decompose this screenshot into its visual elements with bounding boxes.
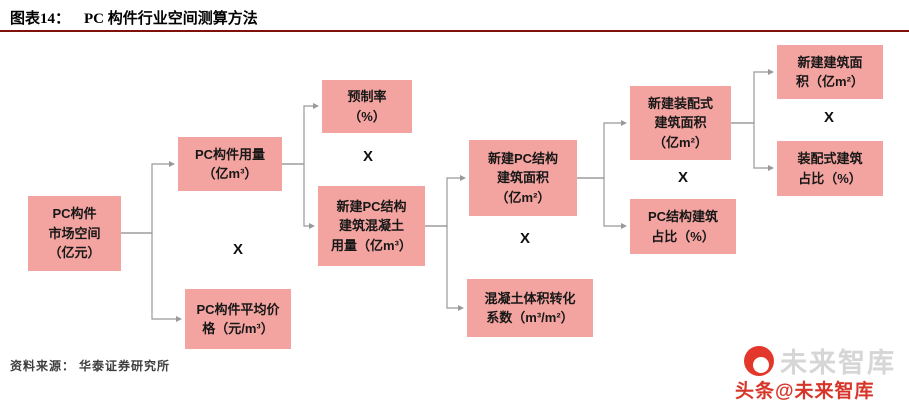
box-new-prefab-area: 新建装配式 建筑面积 （亿m²）	[630, 86, 731, 160]
source-note: 资料来源： 华泰证券研究所	[10, 359, 171, 373]
box-pc-structure-share: PC结构建筑 占比（%）	[630, 199, 736, 254]
brand-name: 未来智库	[780, 348, 896, 378]
box-pc-usage: PC构件用量 （亿m³）	[178, 137, 282, 191]
box-volume-coefficient: 混凝土体积转化 系数（m³/m²）	[467, 279, 593, 337]
multiply-sign: X	[678, 169, 689, 186]
box-prefab-share: 装配式建筑 占比（%）	[777, 141, 883, 196]
box-pc-avg-price: PC构件平均价 格（元/m³）	[185, 289, 291, 349]
box-new-building-area: 新建建筑面 积（亿m²）	[777, 45, 883, 99]
title-divider	[0, 30, 909, 32]
multiply-sign: X	[520, 230, 531, 247]
multiply-sign: X	[363, 148, 374, 165]
box-market-space: PC构件 市场空间 （亿元）	[28, 196, 121, 271]
multiply-sign: X	[824, 109, 835, 126]
box-concrete-usage: 新建PC结构 建筑混凝土 用量（亿m³）	[318, 186, 425, 266]
watermark-brand: 未来智库	[744, 341, 896, 380]
multiply-sign: X	[233, 241, 244, 258]
figure-header: 图表14： PC 构件行业空间测算方法	[10, 7, 258, 28]
watermark-byline: 头条@未来智库	[735, 381, 875, 402]
box-prefab-rate: 预制率 （%）	[322, 80, 412, 133]
box-pc-structure-area: 新建PC结构 建筑面积 （亿m²）	[469, 140, 577, 216]
brand-logo-icon	[744, 345, 774, 376]
figure-label: 图表14：	[10, 11, 71, 27]
figure-title: PC 构件行业空间测算方法	[84, 11, 258, 27]
